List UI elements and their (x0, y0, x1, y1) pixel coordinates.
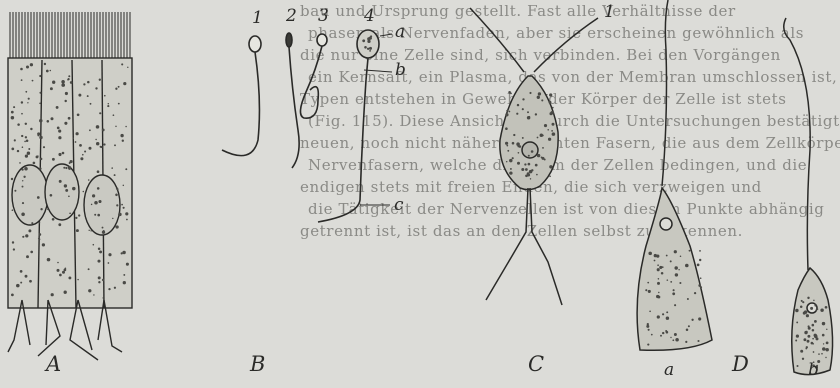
panel-b-spermatozoa (222, 30, 392, 222)
part-letter-a: a (395, 22, 405, 42)
panel-label-d: D (732, 352, 749, 376)
part-letter-c: c (394, 195, 404, 215)
cell-sublabel-b: b (808, 360, 819, 380)
sperm-number-1: 1 (252, 8, 263, 28)
panel-label-a: A (46, 352, 61, 376)
panel-label-b: B (250, 352, 265, 376)
panel-label-c: C (528, 352, 544, 376)
flagellate-number-1: 1 (604, 2, 615, 22)
panel-c-flagellate (470, 8, 598, 305)
sperm-number-2: 2 (286, 6, 297, 26)
panel-a-epithelium (8, 12, 132, 360)
sperm-number-4: 4 (364, 6, 375, 26)
sperm-number-3: 3 (318, 6, 329, 26)
cilia-brush (10, 12, 130, 58)
part-letter-b: b (395, 60, 406, 80)
cell-sublabel-a: a (664, 360, 674, 380)
panel-d-cells (637, 0, 832, 375)
